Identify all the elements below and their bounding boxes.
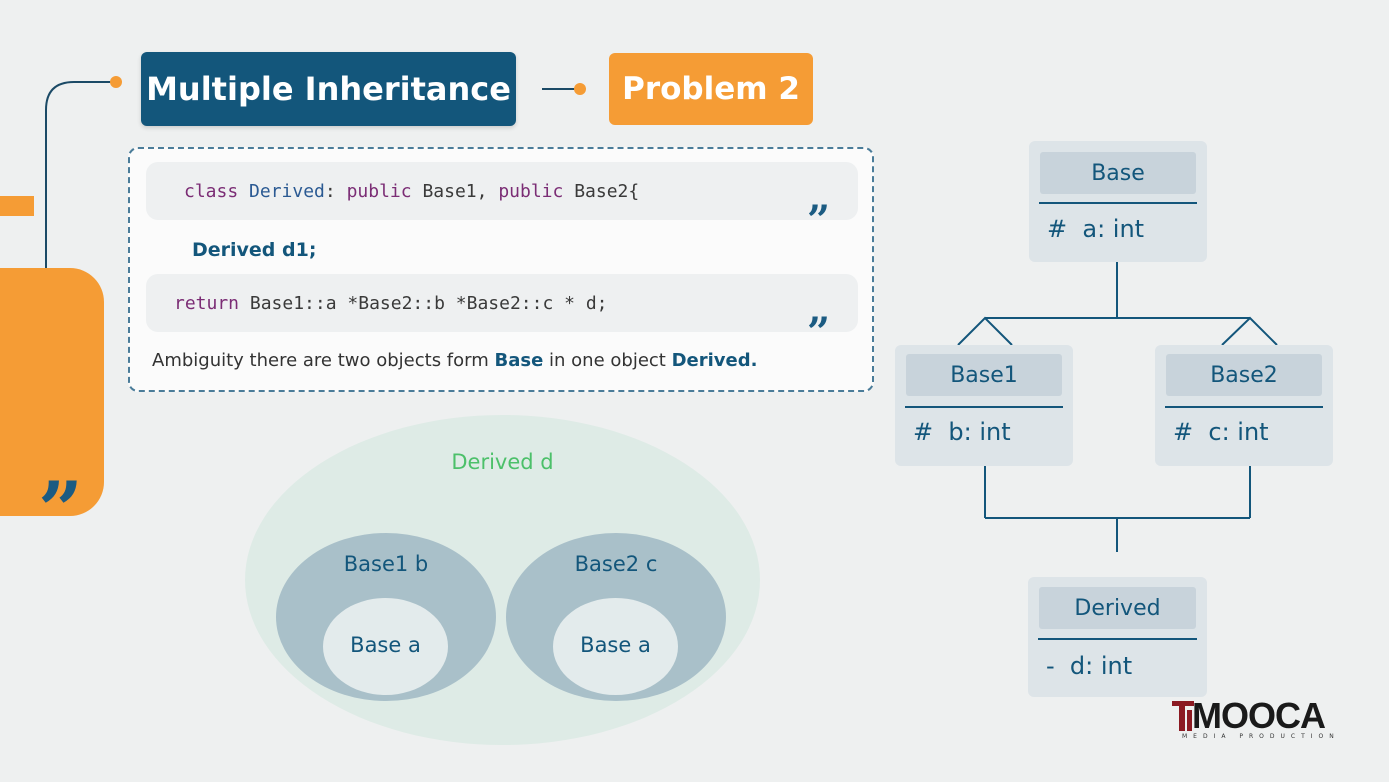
- ambiguity-derived: Derived.: [671, 350, 758, 371]
- uml-class-name: Derived: [1039, 587, 1196, 629]
- uml-class-name: Base2: [1166, 354, 1322, 396]
- ambiguity-prefix: Ambiguity there are two objects form: [152, 350, 489, 371]
- type-derived: Derived: [249, 180, 325, 202]
- title-banner: Multiple Inheritance: [141, 52, 516, 126]
- uml-attribute: - d: int: [1046, 652, 1133, 680]
- uml-class-derived: Derived - d: int: [1028, 577, 1207, 697]
- uml-class-name: Base1: [906, 354, 1062, 396]
- uml-divider: [1038, 638, 1197, 640]
- keyword-public: public: [346, 180, 412, 202]
- logo-name: MOOCA: [1192, 695, 1326, 736]
- uml-class-name: Base: [1040, 152, 1196, 194]
- connector-line: [45, 76, 122, 268]
- base2-c-label: Base2 c: [574, 552, 658, 576]
- ambiguity-note: Ambiguity there are two objects form Bas…: [152, 350, 757, 371]
- type-base2: Base2{: [574, 180, 640, 202]
- uml-divider: [1165, 406, 1323, 408]
- uml-class-base: Base # a: int: [1029, 141, 1207, 262]
- keyword-class: class: [184, 180, 239, 202]
- code-line-class: class Derived: public Base1, public Base…: [146, 162, 858, 220]
- quote-icon: ”: [807, 197, 830, 244]
- uml-divider: [1039, 202, 1197, 204]
- ambiguity-base: Base: [494, 350, 544, 371]
- uml-attribute: # a: int: [1047, 215, 1145, 243]
- code-line-return: return Base1::a *Base2::b *Base2::c * d;: [146, 274, 858, 332]
- base-a-ellipse-left: [323, 598, 448, 695]
- return-expression: Base1::a *Base2::b *Base2::c * d;: [249, 292, 608, 314]
- ambiguity-middle: in one object: [549, 350, 666, 371]
- uml-divider: [905, 406, 1063, 408]
- code-panel: class Derived: public Base1, public Base…: [128, 147, 874, 392]
- base1-b-label: Base1 b: [343, 552, 429, 576]
- brand-logo: MOOCA MEDIA PRODUCTION: [1172, 695, 1362, 745]
- quote-icon: ”: [807, 309, 830, 356]
- uml-class-base2: Base2 # c: int: [1155, 345, 1333, 466]
- orange-card-decoration: [0, 268, 104, 516]
- title-connector: [542, 83, 586, 95]
- declaration-text: Derived d1;: [192, 239, 317, 261]
- uml-class-base1: Base1 # b: int: [895, 345, 1073, 466]
- derived-d-label: Derived d: [451, 450, 554, 474]
- keyword-return: return: [174, 292, 240, 314]
- logo-mark-icon: [1172, 701, 1194, 731]
- problem-badge: Problem 2: [609, 53, 813, 125]
- base-a-label-right: Base a: [580, 633, 651, 657]
- base-a-label-left: Base a: [350, 633, 421, 657]
- logo-tagline: MEDIA PRODUCTION: [1182, 733, 1340, 740]
- keyword-public: public: [498, 180, 564, 202]
- uml-attribute: # c: int: [1173, 418, 1269, 446]
- orange-tab-decoration: [0, 196, 34, 216]
- uml-attribute: # b: int: [913, 418, 1011, 446]
- type-base1: Base1,: [422, 180, 488, 202]
- colon: :: [324, 180, 336, 202]
- base-a-ellipse-right: [553, 598, 678, 695]
